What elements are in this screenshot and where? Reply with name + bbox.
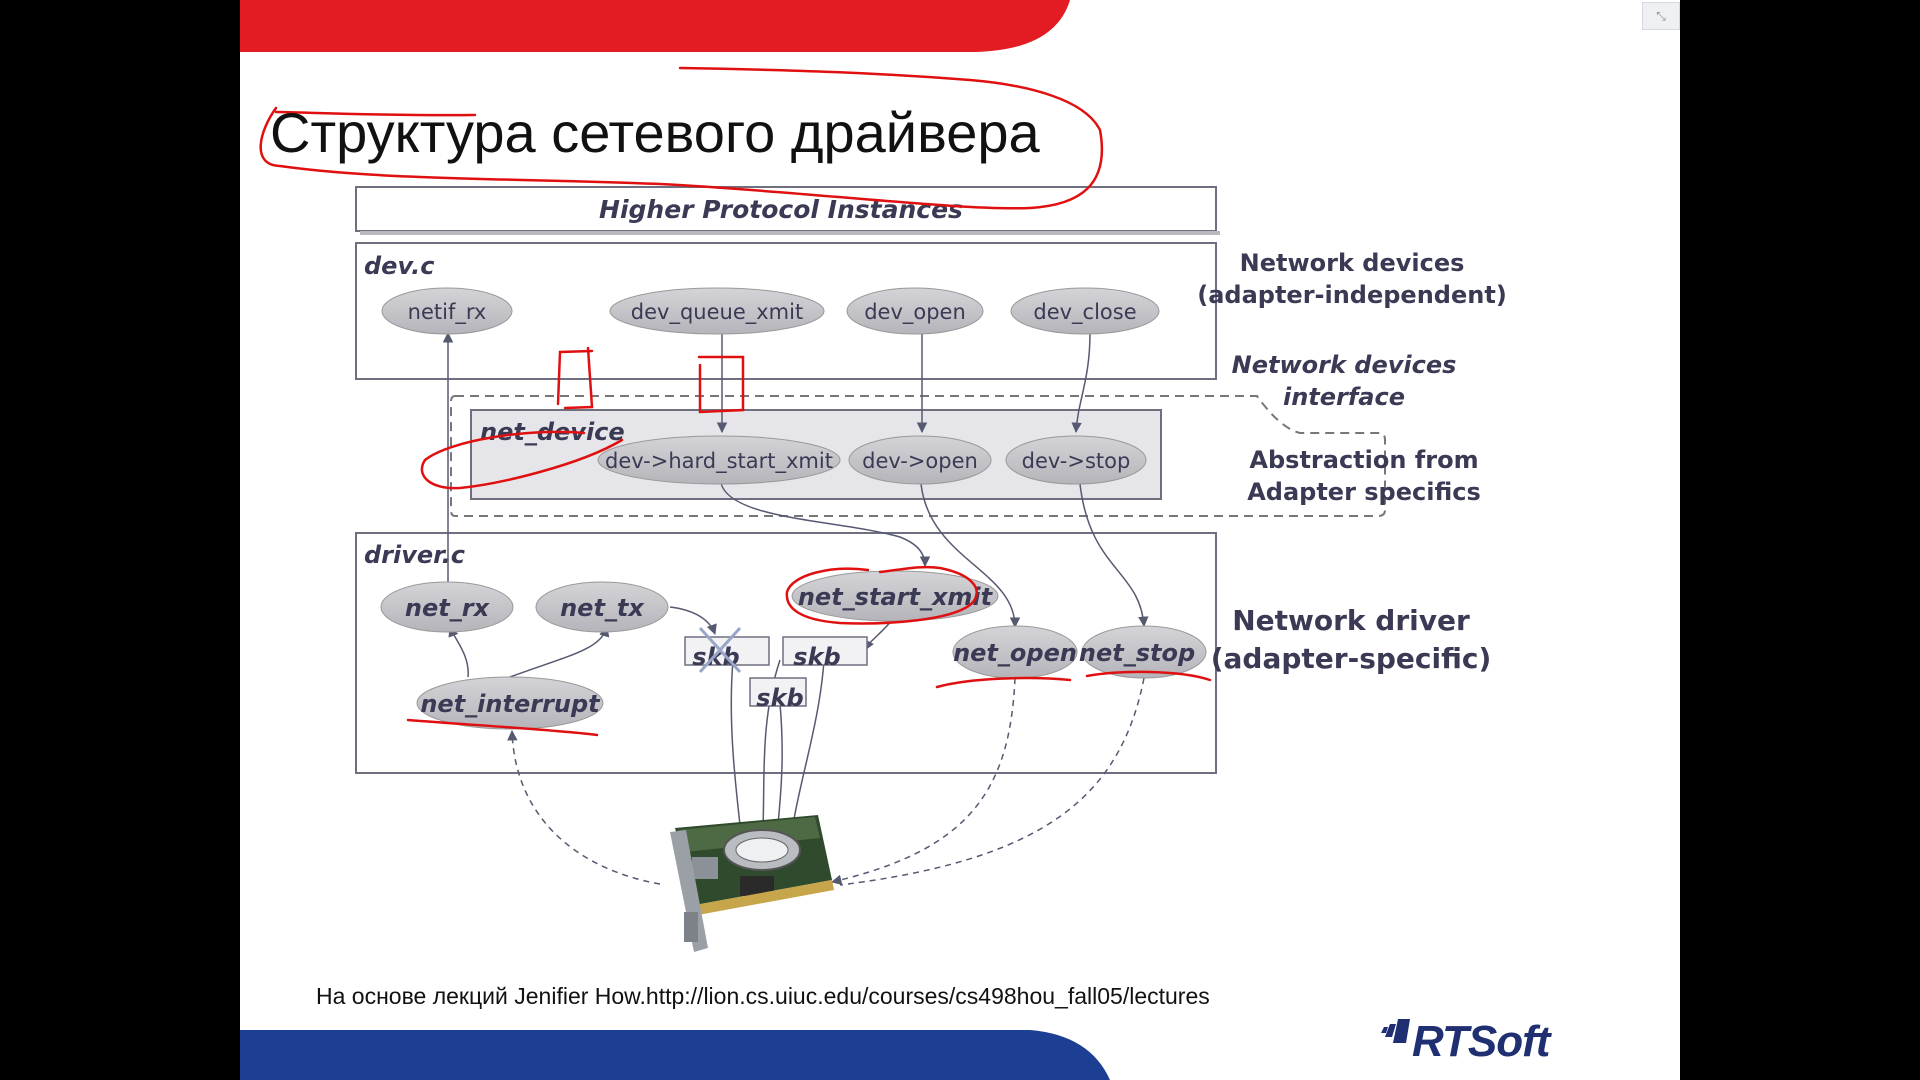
svg-text:net_start_xmit: net_start_xmit (798, 583, 994, 611)
node-net-rx: net_rx (380, 581, 514, 633)
svg-text:Network devices: Network devices (1232, 351, 1457, 379)
svg-text:net_rx: net_rx (405, 594, 491, 622)
node-net-interrupt: net_interrupt (416, 676, 604, 730)
top-red-band (240, 0, 1070, 52)
node-dev-stop-ptr: dev->stop (1005, 435, 1147, 485)
svg-text:dev->hard_start_xmit: dev->hard_start_xmit (605, 449, 833, 474)
rtsoft-logo (1381, 1019, 1410, 1043)
node-dev-open: dev_open (846, 287, 984, 335)
node-net-open: net_open (952, 625, 1078, 679)
higher-protocol-box (355, 186, 1217, 232)
footer-reference: На основе лекций Jenifier How.http://lio… (316, 983, 1210, 1009)
svg-text:net_tx: net_tx (560, 594, 645, 622)
skb-buffer: skb (782, 636, 868, 671)
svg-text:netif_rx: netif_rx (408, 300, 487, 325)
rtsoft-logo-text: RTSoft (1412, 1017, 1553, 1066)
skb-buffer-lower: skb (749, 677, 807, 712)
node-dev-queue-xmit: dev_queue_xmit (609, 287, 825, 335)
side-label-network-devices: Network devices (adapter-independent) (1197, 249, 1507, 309)
svg-text:dev_open: dev_open (864, 300, 966, 325)
svg-text:(adapter-independent): (adapter-independent) (1197, 281, 1507, 309)
node-hard-start-xmit: dev->hard_start_xmit (597, 435, 841, 485)
higher-protocol-label: Higher Protocol Instances (599, 195, 963, 224)
svg-text:dev->open: dev->open (862, 449, 978, 473)
svg-text:dev_queue_xmit: dev_queue_xmit (631, 300, 803, 325)
svg-text:Network devices: Network devices (1240, 249, 1465, 277)
svg-text:Network driver: Network driver (1232, 604, 1470, 637)
node-dev-open-ptr: dev->open (848, 435, 992, 485)
side-label-network-driver: Network driver (adapter-specific) (1211, 604, 1492, 675)
side-label-abstraction: Abstraction from Adapter specifics (1247, 446, 1481, 506)
node-netif-rx: netif_rx (381, 287, 513, 335)
svg-text:net_interrupt: net_interrupt (420, 690, 601, 718)
driver-c-label: driver.c (364, 541, 465, 569)
bottom-blue-band (240, 1030, 1110, 1080)
svg-text:skb: skb (756, 684, 803, 712)
svg-text:interface: interface (1283, 383, 1405, 411)
svg-text:dev->stop: dev->stop (1022, 449, 1131, 473)
svg-text:skb: skb (793, 643, 840, 671)
slide-graphics: Higher Protocol Instances dev.c net_devi… (240, 0, 1554, 1080)
side-label-interface: Network devices interface (1232, 351, 1457, 411)
slide-title: Структура сетевого драйвера (270, 101, 1040, 164)
hw-connectors (507, 677, 1145, 886)
svg-text:dev_close: dev_close (1033, 300, 1136, 325)
collapse-icon[interactable]: ⤡ (1642, 2, 1680, 30)
ink-annotations (259, 66, 1212, 737)
node-net-tx: net_tx (535, 581, 669, 633)
node-net-stop: net_stop (1079, 625, 1207, 679)
interface-dashed-outline (450, 395, 1386, 517)
svg-text:net_open: net_open (953, 639, 1077, 667)
svg-text:Adapter specifics: Adapter specifics (1247, 478, 1481, 506)
slide: Higher Protocol Instances dev.c net_devi… (240, 0, 1680, 1080)
node-net-start-xmit: net_start_xmit (791, 570, 999, 622)
svg-text:net_stop: net_stop (1079, 639, 1195, 667)
skb-buffer-crossed: skb (684, 626, 770, 674)
dev-c-label: dev.c (364, 252, 435, 280)
svg-text:Abstraction from: Abstraction from (1249, 446, 1478, 474)
node-dev-close: dev_close (1010, 287, 1160, 335)
network-card-image (670, 815, 834, 952)
svg-text:(adapter-specific): (adapter-specific) (1211, 642, 1492, 675)
